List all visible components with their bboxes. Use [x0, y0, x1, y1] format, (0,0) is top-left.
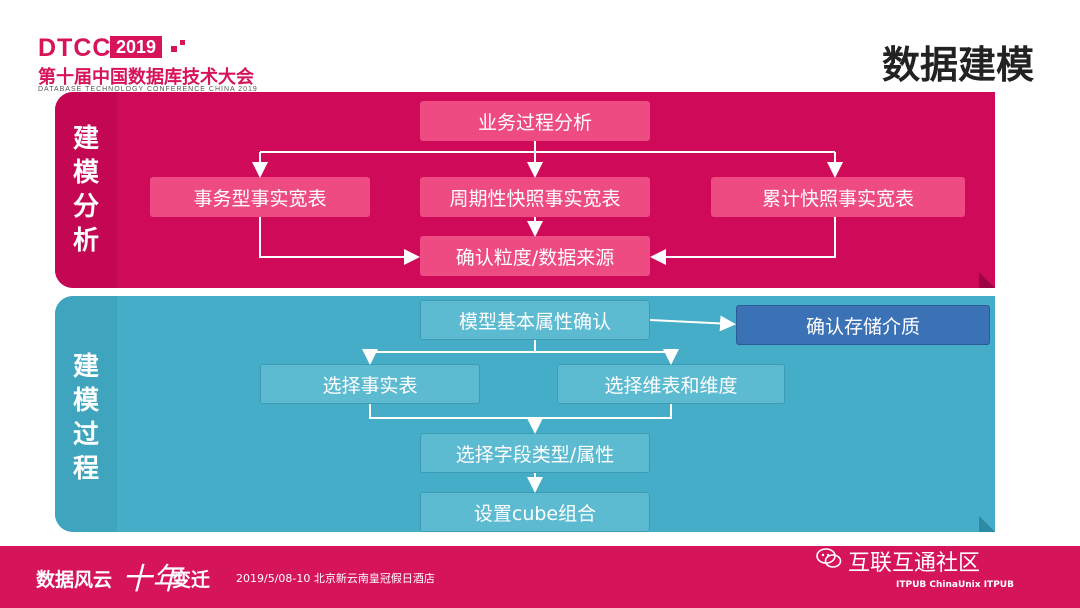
footer-slogan-right: 变迁 [172, 569, 211, 591]
storage-medium-box: 确认存储介质 [736, 305, 990, 345]
footer-bar [0, 546, 1080, 608]
select-dimension-box: 选择维表和维度 [557, 364, 785, 404]
process-label-strip [55, 296, 117, 532]
partner-logos: ITPUB ChinaUnix ITPUB [896, 580, 1014, 590]
arrow-line [259, 217, 420, 265]
select-field-type-box: 选择字段类型/属性 [420, 433, 650, 473]
accumulating-snapshot-box: 累计快照事实宽表 [711, 177, 965, 217]
footer-slogan-script: 十年 [122, 562, 182, 597]
logo-dtcc: DTCC [38, 34, 112, 62]
logo-square-icon [180, 40, 185, 45]
logo-square-icon [171, 46, 177, 52]
page-fold-corner [979, 272, 995, 288]
conference-title: 第十届中国数据库技术大会 [38, 67, 254, 88]
footer-slogan-left: 数据风云 [36, 569, 113, 591]
footer-date-venue: 2019/5/08-10 北京新云南皇冠假日酒店 [236, 572, 435, 585]
business-process-box: 业务过程分析 [420, 101, 650, 141]
arrow-line [369, 404, 672, 419]
conference-subtitle: DATABASE TECHNOLOGY CONFERENCE CHINA 201… [38, 86, 258, 93]
wechat-icon [816, 548, 842, 568]
model-attribute-box: 模型基本属性确认 [420, 300, 650, 340]
cube-combination-box: 设置cube组合 [420, 492, 650, 532]
page-title: 数据建模 [881, 43, 1034, 87]
analysis-label-strip [55, 92, 117, 288]
granularity-source-box: 确认粒度/数据来源 [420, 236, 650, 276]
logo-year: 2019 [110, 36, 163, 58]
watermark-text: 互联互通社区 [848, 551, 981, 576]
periodic-snapshot-box: 周期性快照事实宽表 [420, 177, 650, 217]
transaction-fact-box: 事务型事实宽表 [150, 177, 370, 217]
arrow-line [649, 315, 736, 332]
page-fold-corner [979, 516, 995, 532]
arrow-line [650, 217, 836, 265]
analysis-section-label: 建模分析 [72, 124, 99, 256]
process-section-label: 建模过程 [72, 352, 99, 484]
